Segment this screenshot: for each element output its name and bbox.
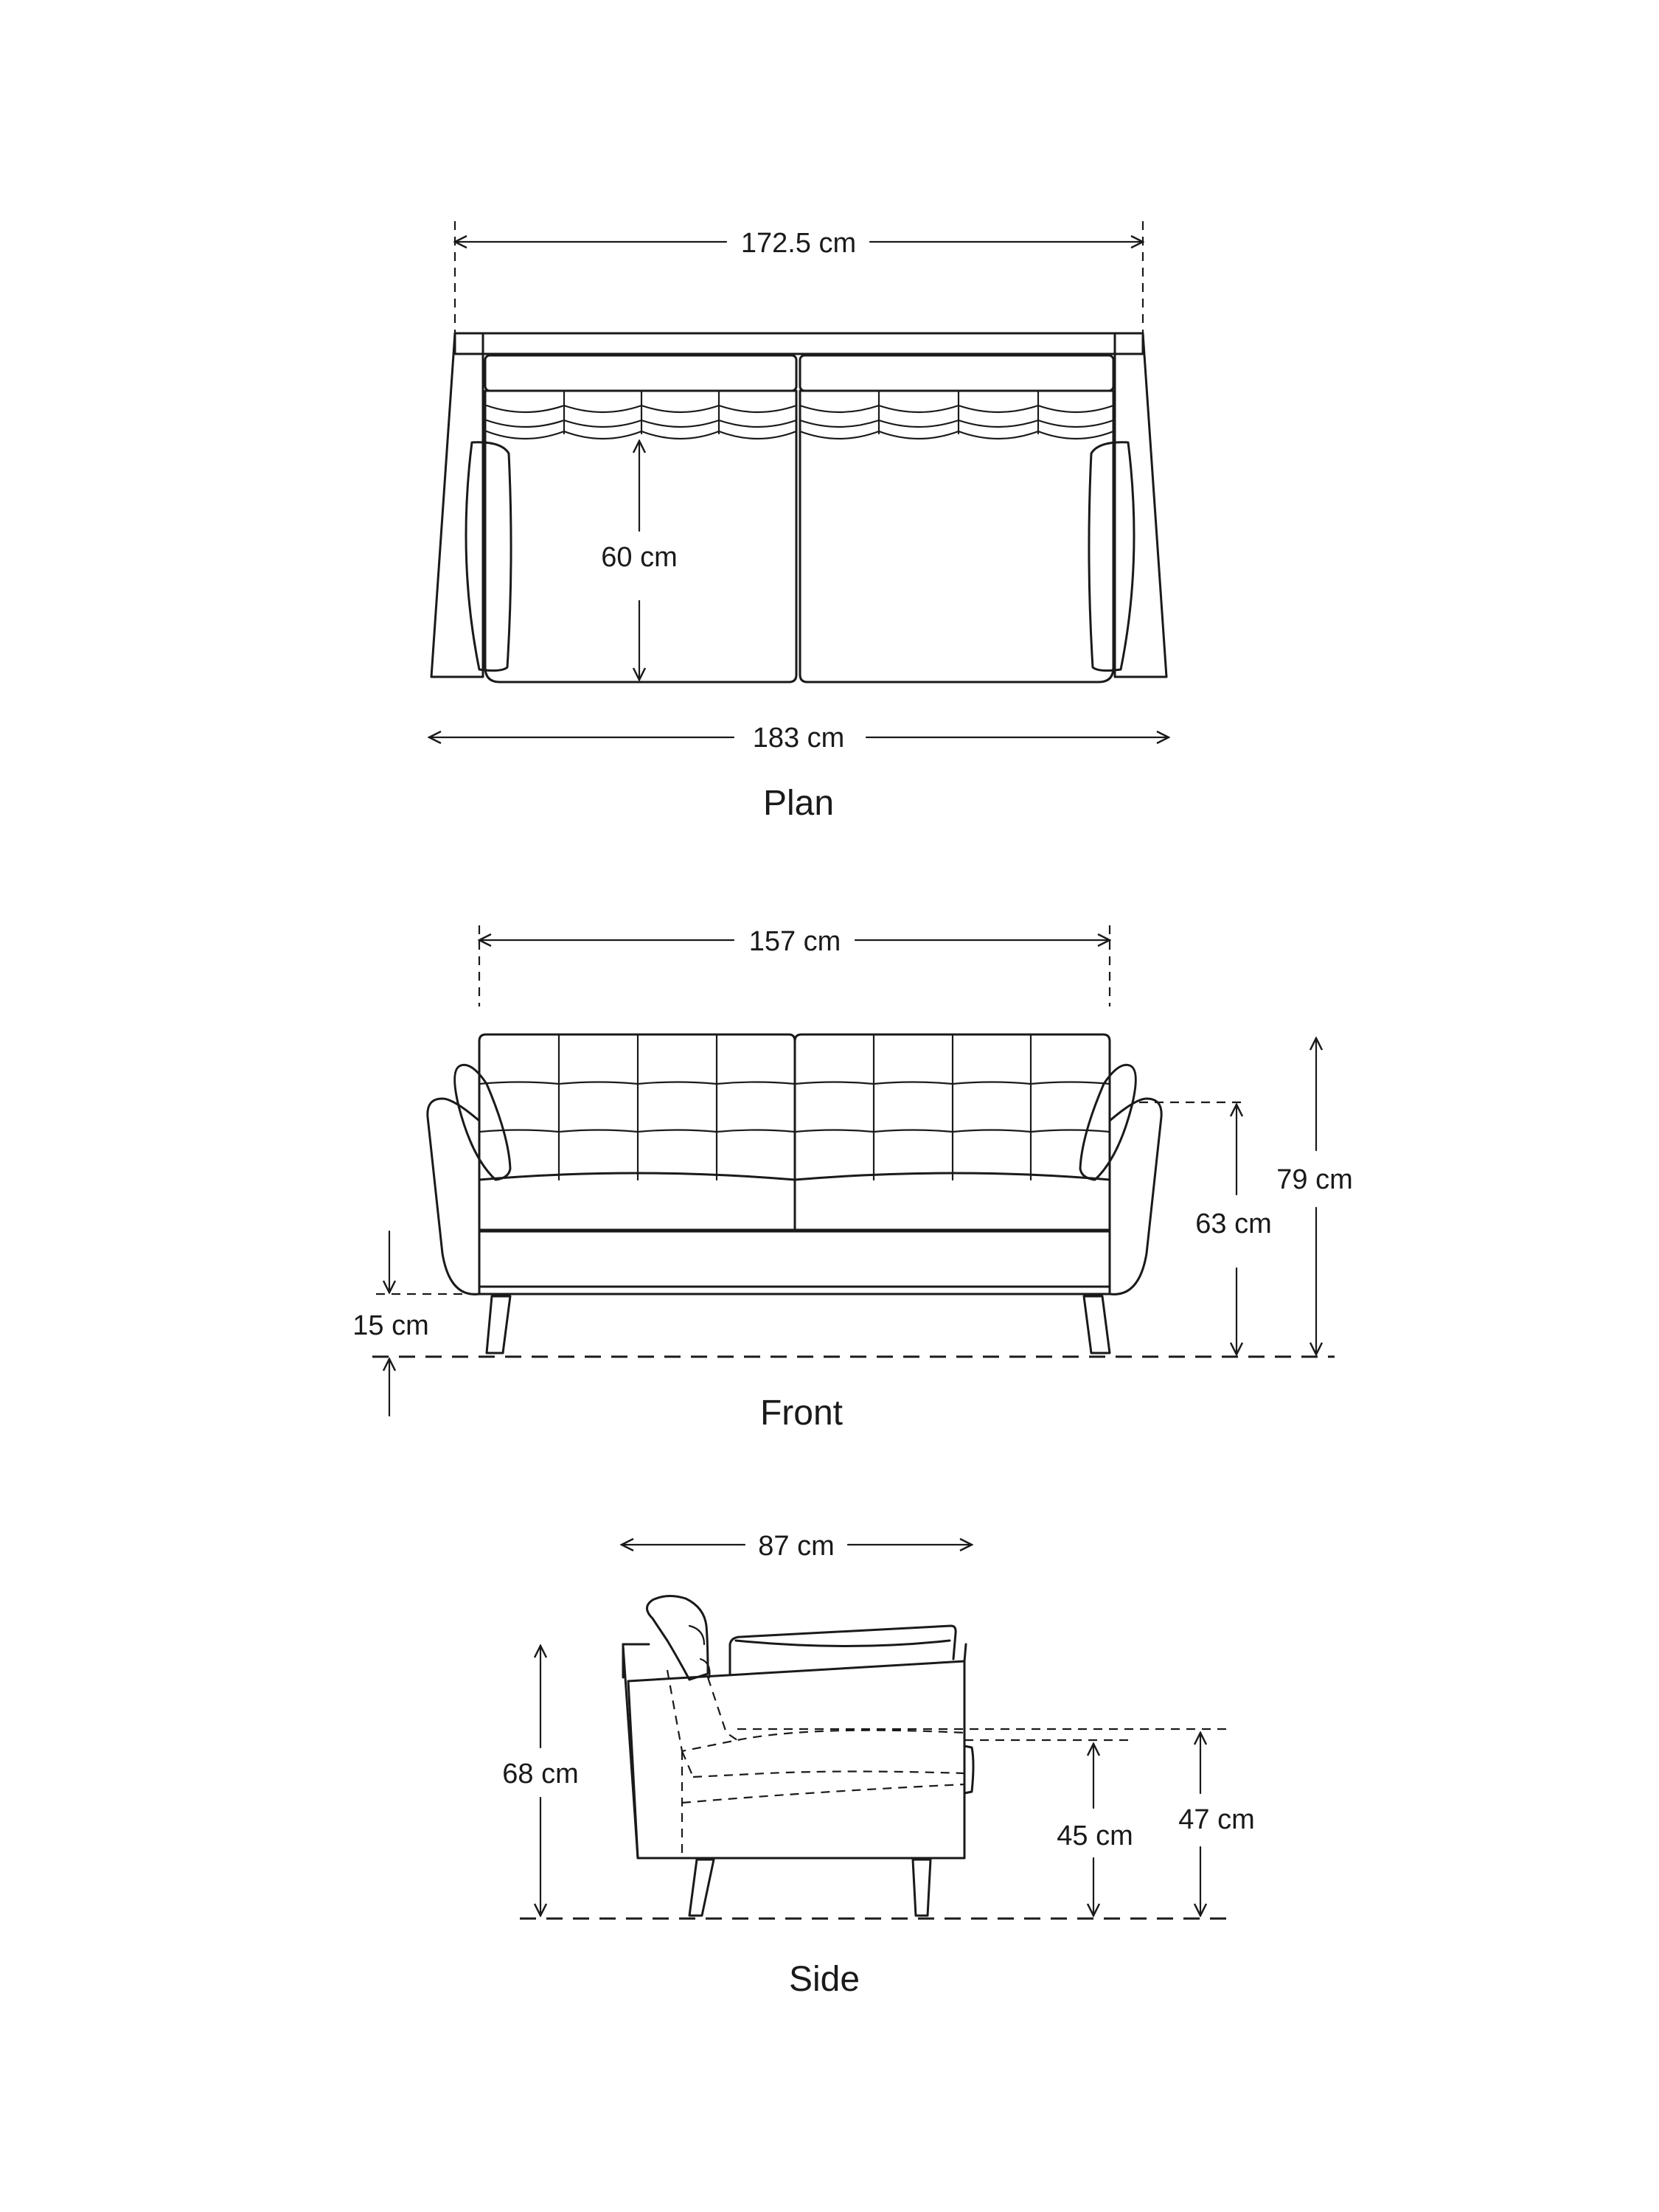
- plan-depth-dimension: 60 cm: [601, 441, 678, 680]
- plan-sofa-outline: [430, 332, 1168, 684]
- side-seat-top-height-label: 47 cm: [1178, 1804, 1254, 1835]
- plan-depth-label: 60 cm: [601, 542, 677, 573]
- side-depth-dimension: 87 cm: [622, 1531, 972, 1562]
- side-sofa-outline: [622, 1595, 975, 1917]
- side-view: 87 cm: [502, 1531, 1254, 1999]
- front-width-dimension: 157 cm: [479, 925, 1110, 1006]
- side-back-height-dimension: 68 cm: [502, 1646, 579, 1916]
- side-seat-height-label: 45 cm: [1057, 1820, 1133, 1851]
- plan-caption: Plan: [763, 784, 834, 823]
- side-seat-height-dimension: 45 cm: [1057, 1744, 1133, 1916]
- plan-width-bottom-label: 183 cm: [753, 723, 845, 754]
- front-caption: Front: [760, 1394, 843, 1433]
- plan-width-top-dimension: 172.5 cm: [455, 221, 1143, 335]
- front-arm-height-label: 63 cm: [1195, 1208, 1271, 1239]
- side-caption: Side: [789, 1960, 860, 1999]
- front-leg-height-label: 15 cm: [352, 1310, 428, 1341]
- front-leg-height-dimension: 15 cm: [352, 1230, 429, 1417]
- front-arm-height-dimension: 63 cm: [1195, 1105, 1272, 1354]
- side-depth-label: 87 cm: [758, 1531, 834, 1562]
- front-total-height-dimension: 79 cm: [1276, 1038, 1353, 1354]
- side-seat-top-height-dimension: 47 cm: [1178, 1733, 1255, 1916]
- front-width-label: 157 cm: [749, 926, 841, 957]
- front-total-height-label: 79 cm: [1276, 1164, 1352, 1195]
- plan-width-top-label: 172.5 cm: [741, 228, 856, 259]
- plan-width-bottom-dimension: 183 cm: [429, 723, 1169, 754]
- front-sofa-outline: [426, 1033, 1163, 1354]
- side-back-height-label: 68 cm: [502, 1759, 578, 1790]
- plan-view: 172.5 cm: [429, 221, 1169, 823]
- front-view: 157 cm: [352, 925, 1353, 1433]
